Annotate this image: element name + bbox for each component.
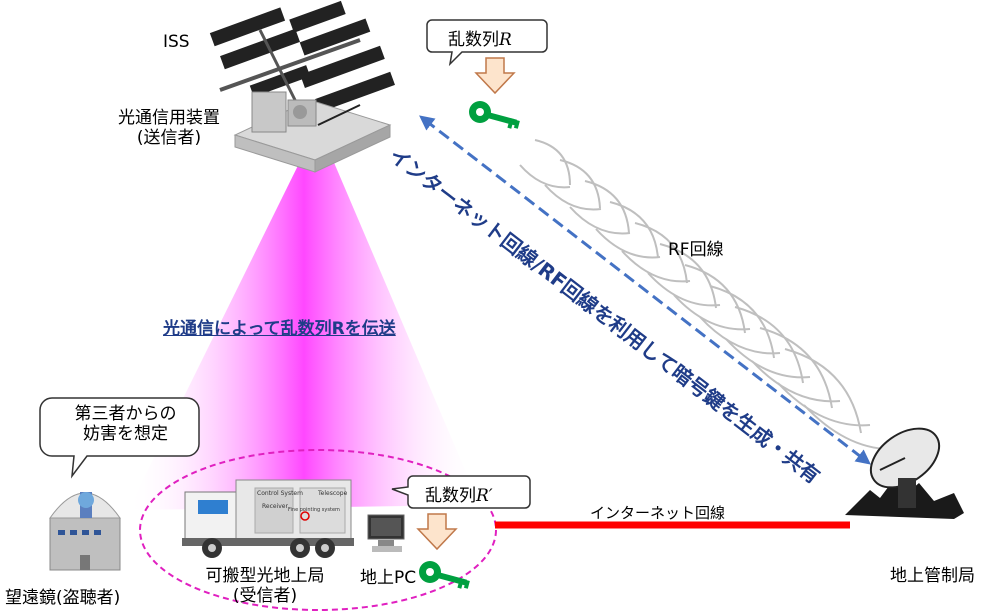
key-icon-top — [469, 101, 520, 129]
ground-control-label: 地上管制局 — [890, 566, 975, 586]
portable-station-label-line2: (受信者) — [232, 586, 298, 606]
random-r-prefix: 乱数列 — [448, 30, 499, 50]
random-r2-symbol: R′ — [476, 486, 493, 506]
third-party-label-line1: 第三者からの — [74, 404, 177, 424]
receiver-ellipse — [139, 449, 497, 611]
iss-station — [209, 0, 395, 113]
third-party-label: 第三者からの 妨害を想定 — [52, 404, 199, 444]
ground-control-dish — [845, 427, 964, 519]
optical-device-label-line1: 光通信用装置 — [118, 108, 220, 128]
random-r2-prefix: 乱数列 — [425, 486, 476, 506]
telescope-label: 望遠鏡(盗聴者) — [5, 588, 121, 608]
callout-random-r2 — [391, 475, 531, 509]
down-arrow-bottom — [416, 513, 458, 551]
callout-third-party — [39, 397, 200, 479]
random-r-symbol: R — [499, 30, 512, 50]
portable-station-label: 可搬型光地上局 (受信者) — [190, 566, 340, 606]
optical-device — [233, 91, 392, 173]
portable-station-label-line1: 可搬型光地上局 — [205, 566, 325, 586]
optical-device-label: 光通信用装置 (送信者) — [94, 108, 244, 148]
truck-label-telescope: Telescope — [318, 490, 348, 497]
portable-ground-station-truck — [182, 479, 354, 558]
down-arrow-top — [474, 57, 516, 95]
callout-random-r — [426, 19, 548, 67]
third-party-label-line2: 妨害を想定 — [83, 424, 168, 444]
key-icon-bottom — [419, 561, 470, 589]
truck-label-receiver: Receiver — [262, 503, 288, 510]
rf-line-label: RF回線 — [668, 240, 724, 260]
internet-line-label: インターネット回線 — [590, 504, 726, 522]
telescope-observatory — [49, 492, 121, 571]
optical-transmission-label: 光通信によって乱数列Rを伝送 — [163, 319, 396, 339]
ground-pc-icon — [367, 514, 405, 552]
ground-pc-label: 地上PC — [360, 568, 417, 588]
random-r-label: 乱数列R — [448, 25, 512, 50]
optical-device-label-line2: (送信者) — [136, 128, 202, 148]
random-r2-label: 乱数列R′ — [425, 481, 493, 506]
iss-label: ISS — [163, 32, 190, 52]
rf-dashed-arrow — [419, 115, 871, 465]
optical-beam — [128, 125, 480, 510]
truck-label-fine-pointing: Fine pointing system — [288, 507, 340, 513]
truck-label-control: Control System — [257, 490, 303, 497]
